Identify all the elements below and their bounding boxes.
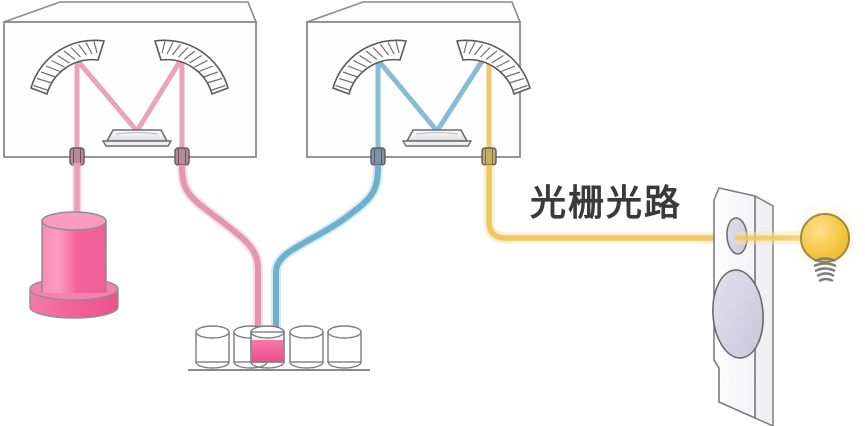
fiber-port-left-box2[interactable] xyxy=(370,147,386,166)
vial-4[interactable] xyxy=(289,325,324,369)
grating-path-label: 光栅光路 xyxy=(530,183,682,224)
bulb-screw-base xyxy=(813,257,837,283)
vial-5[interactable] xyxy=(327,325,362,369)
box-left-top-face xyxy=(3,1,258,23)
light-source-lamp[interactable] xyxy=(29,211,119,319)
panel-lens-large xyxy=(712,269,764,359)
beam-path-blue-right-box xyxy=(375,56,487,157)
fiber-blue-sample xyxy=(271,164,383,345)
grating-arc-right-box2 xyxy=(455,39,531,96)
spectrometer-box-right[interactable] xyxy=(306,1,531,166)
grating-arc-left-box2 xyxy=(332,39,408,96)
fiber-port-right-box2[interactable] xyxy=(481,147,497,166)
fiber-pink-sample xyxy=(177,164,263,345)
vial-1[interactable] xyxy=(195,325,230,369)
beam-path-pink-left-box xyxy=(74,56,185,157)
box-right-top-face xyxy=(306,1,522,23)
bulb-globe xyxy=(800,213,850,263)
incandescent-bulb[interactable] xyxy=(783,196,865,283)
center-mirror-box2 xyxy=(401,129,473,147)
lamp-body xyxy=(42,221,106,293)
fiber-yellow-panel xyxy=(483,165,735,244)
lamp-top-cap xyxy=(41,211,107,231)
sample-vial-rack[interactable] xyxy=(188,325,370,371)
fiber-port-right-box1[interactable] xyxy=(174,147,190,166)
fiber-port-left-box1[interactable] xyxy=(69,147,85,166)
vial-3-filled[interactable] xyxy=(250,325,285,369)
center-mirror-box1 xyxy=(101,129,173,147)
spectrometer-box-left[interactable] xyxy=(3,1,258,166)
grating-arc-left-box1 xyxy=(30,39,106,96)
grating-arc-right-box1 xyxy=(153,39,229,96)
optical-panel[interactable] xyxy=(710,187,774,426)
